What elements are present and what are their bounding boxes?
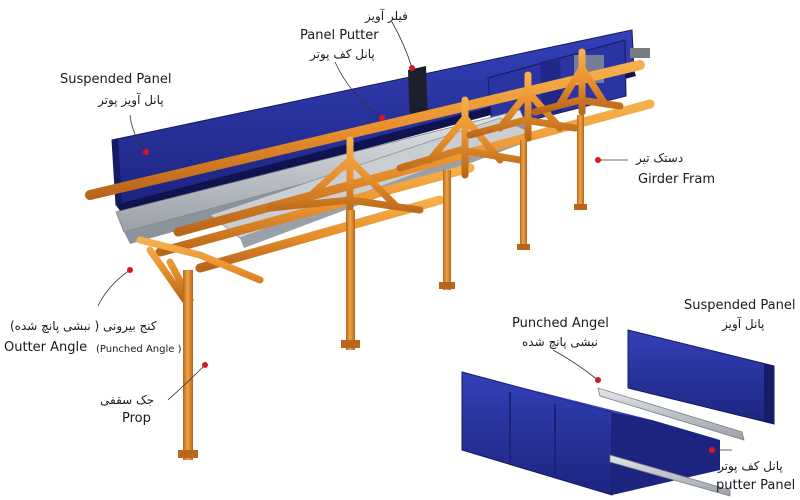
label-outer-angle-sub: (Punched Angle ): [96, 344, 182, 355]
inset-suspended-panel: [627, 329, 775, 425]
label-prop-fa: جک سقفی: [100, 393, 155, 407]
label-filler-hanger-fa: فیلر آویز: [365, 9, 408, 23]
label-inset-punched-angle-en: Punched Angel: [512, 316, 609, 331]
filler-hanger: [408, 66, 428, 124]
label-inset-suspended-panel-fa: پانل آویز: [722, 317, 765, 331]
inset-putter-panel: [461, 371, 720, 496]
girder-frames: [136, 48, 624, 304]
longitudinal-pipes: [85, 60, 655, 273]
props: [178, 115, 587, 460]
label-panel-putter-en: Panel Putter: [300, 28, 379, 43]
label-girder-frame-en: Girder Fram: [638, 172, 716, 187]
label-girder-frame-fa: دستک تیر: [636, 151, 684, 165]
pointer-lines: [97, 21, 732, 451]
label-suspended-panel-en: Suspended Panel: [60, 72, 172, 87]
label-prop-en: Prop: [122, 411, 151, 426]
label-outer-angle-en: Outter Angle: [4, 340, 88, 355]
pointer-dots: [127, 65, 715, 453]
label-suspended-panel-fa: پانل آویز پوتر: [98, 93, 164, 107]
label-inset-suspended-panel-en: Suspended Panel: [684, 298, 796, 313]
label-inset-putter-panel-fa: پانل کف پوتر: [718, 459, 783, 473]
label-panel-putter-fa: پانل کف پوتر: [310, 47, 375, 61]
inset-punched-angle: [597, 387, 745, 497]
label-inset-punched-angle-fa: نبشی پانچ شده: [522, 335, 599, 349]
label-outer-angle-fa: کنج بیرونی ( نبشی پانچ شده): [10, 319, 157, 333]
label-inset-putter-panel-en: putter Panel: [716, 478, 796, 493]
